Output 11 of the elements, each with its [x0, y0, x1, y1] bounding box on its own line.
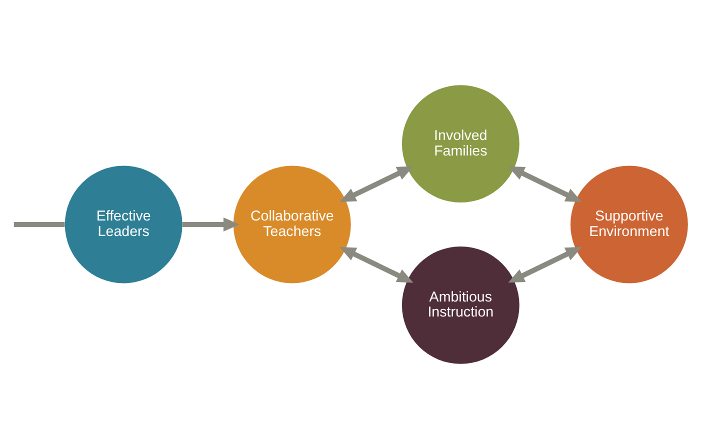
arrow: [182, 216, 240, 232]
arrow: [508, 166, 582, 202]
arrow: [340, 166, 414, 202]
connector: [14, 221, 65, 227]
node-circle: Effective Leaders: [64, 165, 182, 283]
node-circle: Ambitious Instruction: [402, 246, 520, 364]
node-circle: Supportive Environment: [570, 165, 688, 283]
arrow: [340, 246, 414, 282]
arrow: [508, 246, 582, 282]
node-circle: Collaborative Teachers: [233, 165, 351, 283]
node-circle: Involved Families: [402, 84, 520, 202]
